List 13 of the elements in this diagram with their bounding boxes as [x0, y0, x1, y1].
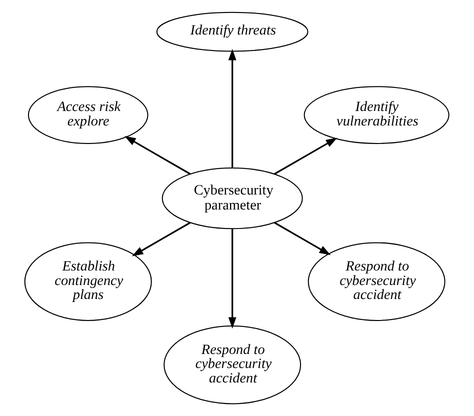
arrow	[228, 228, 236, 329]
node-ellipse: Cybersecurity parameter	[162, 168, 303, 230]
arrow	[274, 222, 331, 256]
arrow	[228, 48, 236, 168]
node-ellipse: Identify threats	[156, 12, 308, 52]
node-ellipse: Identify vulnerabilities	[304, 86, 450, 144]
arrow	[132, 222, 191, 256]
arrow	[274, 138, 338, 175]
node-ellipse: Establish contingency plans	[24, 242, 152, 321]
node-ellipse: Respond to cybersecurity accident	[308, 242, 446, 321]
arrow	[124, 136, 191, 175]
node-ellipse: Access risk explore	[28, 86, 148, 144]
node-ellipse: Respond to cybersecurity accident	[164, 326, 302, 404]
